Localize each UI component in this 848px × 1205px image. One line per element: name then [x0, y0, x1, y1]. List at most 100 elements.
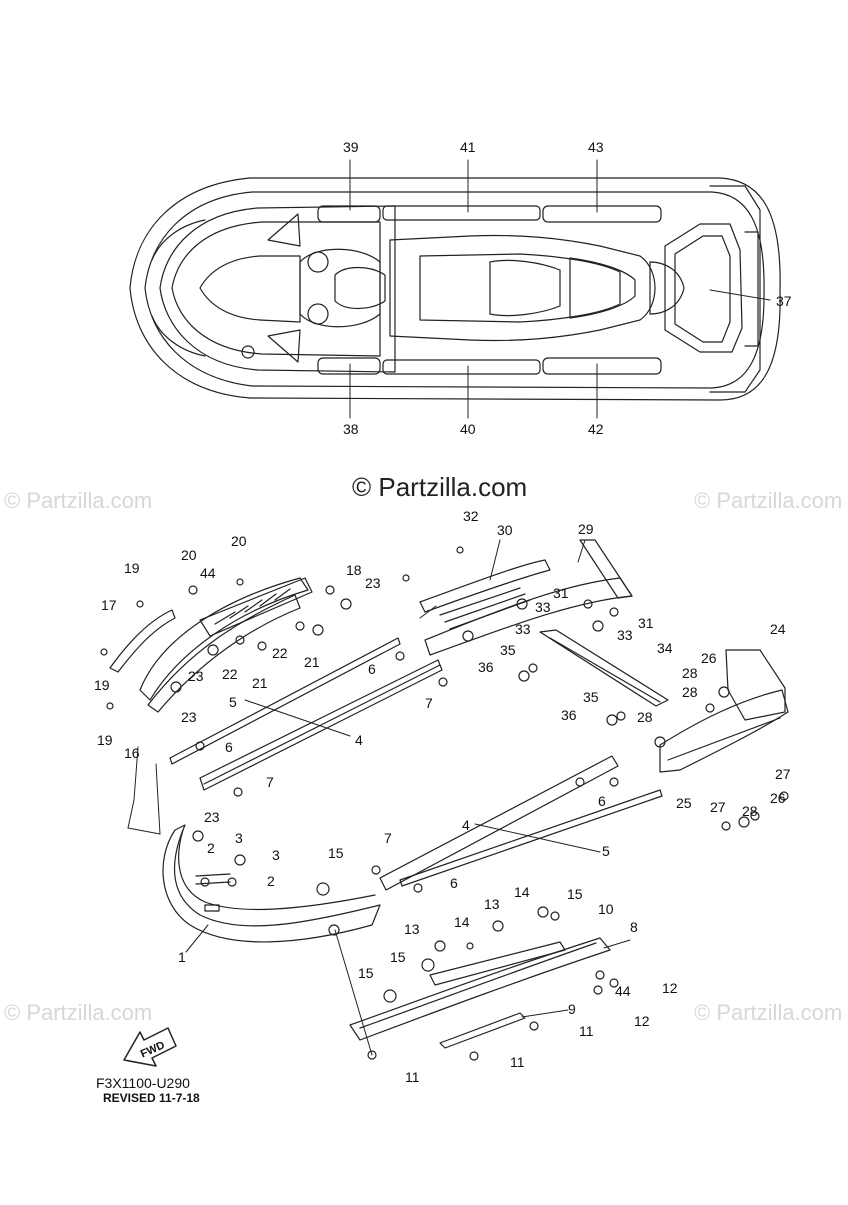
callout-5a: 5 [229, 694, 237, 710]
watercraft-top-view [129, 177, 781, 401]
callout-7b: 7 [266, 774, 274, 790]
callout-40: 40 [460, 421, 476, 437]
callout-21a: 21 [304, 654, 320, 670]
watermark-faint: © Partzilla.com [4, 1000, 153, 1025]
callout-15d: 15 [358, 965, 374, 981]
callout-28c: 28 [637, 709, 653, 725]
callout-2a: 2 [207, 840, 215, 856]
callout-19b: 19 [94, 677, 110, 693]
callout-37: 37 [776, 293, 792, 309]
callout-3b: 3 [272, 847, 280, 863]
callout-11a: 11 [579, 1023, 594, 1039]
callout-15c: 15 [390, 949, 406, 965]
callout-28d: 28 [742, 803, 758, 819]
callout-23c: 23 [181, 709, 197, 725]
callout-6d: 6 [598, 793, 606, 809]
callout-23d: 23 [204, 809, 220, 825]
callout-3a: 3 [235, 830, 243, 846]
callout-13b: 13 [404, 921, 420, 937]
callout-6b: 6 [225, 739, 233, 755]
callout-4b: 4 [462, 817, 470, 833]
watermark-faint: © Partzilla.com [694, 488, 843, 513]
callout-11b: 11 [510, 1054, 525, 1070]
callout-27a: 27 [775, 766, 791, 782]
callout-14b: 14 [454, 914, 470, 930]
callout-41: 41 [460, 139, 476, 155]
callout-20b: 20 [181, 547, 197, 563]
callout-28b: 28 [682, 684, 698, 700]
callout-22b: 22 [272, 645, 288, 661]
callout-4a: 4 [355, 732, 363, 748]
callout-28a: 28 [682, 665, 698, 681]
callout-42: 42 [588, 421, 604, 437]
watermark-faint: © Partzilla.com [694, 1000, 843, 1025]
left-upper-guard [109, 577, 313, 713]
callout-33b: 33 [515, 621, 531, 637]
left-trims [169, 637, 443, 791]
callout-33c: 33 [617, 627, 633, 643]
callout-24: 24 [770, 621, 786, 637]
fasteners [100, 546, 789, 1061]
callout-23a: 23 [365, 575, 381, 591]
callout-43: 43 [588, 139, 604, 155]
diagram-code: F3X1100-U290 [96, 1075, 190, 1091]
callout-44b: 44 [615, 983, 631, 999]
watermark-faint: © Partzilla.com [4, 488, 153, 513]
callout-23b: 23 [188, 668, 204, 684]
right-trims [379, 755, 663, 891]
callout-20a: 20 [231, 533, 247, 549]
callout-labels: 39 41 43 37 38 40 42 32 30 29 20 20 44 1… [94, 139, 792, 1085]
callout-15b: 15 [567, 886, 583, 902]
callout-12b: 12 [634, 1013, 650, 1029]
callout-7a: 7 [425, 695, 433, 711]
callout-39: 39 [343, 139, 359, 155]
callout-36a: 36 [478, 659, 494, 675]
callout-26b: 26 [770, 790, 786, 806]
callout-16: 16 [124, 745, 140, 761]
callout-35b: 35 [583, 689, 599, 705]
callout-22a: 22 [222, 666, 238, 682]
callout-33a: 33 [535, 599, 551, 615]
callout-2b: 2 [267, 873, 275, 889]
callout-5b: 5 [602, 843, 610, 859]
callout-19a: 19 [124, 560, 140, 576]
leader-lines [127, 159, 771, 1056]
callout-12a: 12 [662, 980, 678, 996]
callout-11c: 11 [405, 1069, 420, 1085]
callout-30: 30 [497, 522, 513, 538]
callout-38: 38 [343, 421, 359, 437]
right-upper-guard [419, 539, 669, 707]
callout-18: 18 [346, 562, 362, 578]
callout-31b: 31 [638, 615, 654, 631]
stern-piece [659, 649, 789, 773]
callout-25: 25 [676, 795, 692, 811]
callout-35a: 35 [500, 642, 516, 658]
callout-29: 29 [578, 521, 594, 537]
callout-17: 17 [101, 597, 117, 613]
callout-34: 34 [657, 640, 673, 656]
callout-14a: 14 [514, 884, 530, 900]
callout-44a: 44 [200, 565, 216, 581]
callout-31a: 31 [553, 585, 569, 601]
fwd-arrow-icon [123, 1027, 177, 1067]
watermark-main: © Partzilla.com [352, 472, 528, 502]
lower-right-guard [349, 937, 611, 1049]
callout-26a: 26 [701, 650, 717, 666]
revision-date: REVISED 11-7-18 [103, 1091, 200, 1105]
callout-27b: 27 [710, 799, 726, 815]
callout-19c: 19 [97, 732, 113, 748]
callout-15a: 15 [328, 845, 344, 861]
callout-10: 10 [598, 901, 614, 917]
callout-8: 8 [630, 919, 638, 935]
callout-32: 32 [463, 508, 479, 524]
callout-6a: 6 [368, 661, 376, 677]
callout-13a: 13 [484, 896, 500, 912]
callout-7c: 7 [384, 830, 392, 846]
callout-36b: 36 [561, 707, 577, 723]
callout-1: 1 [178, 949, 186, 965]
callout-9: 9 [568, 1001, 576, 1017]
callout-6c: 6 [450, 875, 458, 891]
callout-21b: 21 [252, 675, 268, 691]
